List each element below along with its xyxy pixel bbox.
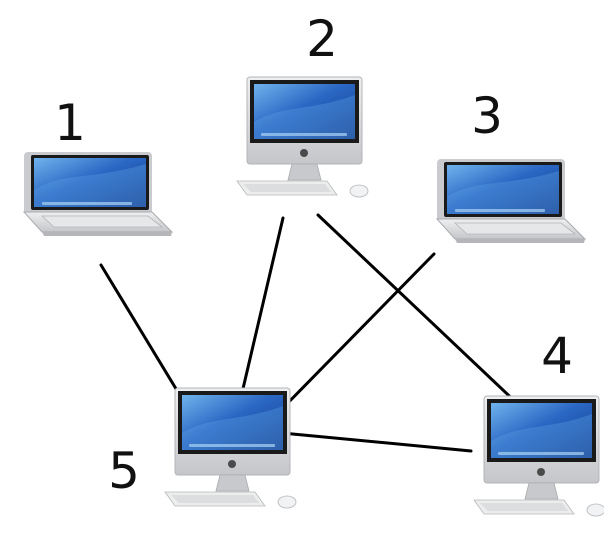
node-4-desktop-icon (473, 395, 604, 517)
node-5-desktop-icon (164, 387, 297, 509)
node-labels: 1 2 3 4 5 (54, 10, 573, 500)
node-1-laptop-icon (23, 151, 173, 237)
node-2-desktop-icon (236, 76, 369, 198)
connections-layer (99, 213, 524, 453)
node-label-2: 2 (306, 10, 338, 68)
node-label-4: 4 (541, 327, 573, 385)
node-label-1: 1 (54, 94, 86, 152)
connection-2-5 (240, 216, 285, 395)
connection-1-5 (99, 263, 186, 404)
node-label-5: 5 (108, 442, 140, 500)
connection-3-5 (276, 252, 436, 415)
connection-5-4 (280, 431, 473, 453)
connection-2-4 (316, 213, 524, 410)
node-label-3: 3 (471, 87, 503, 145)
node-3-laptop-icon (436, 158, 586, 244)
